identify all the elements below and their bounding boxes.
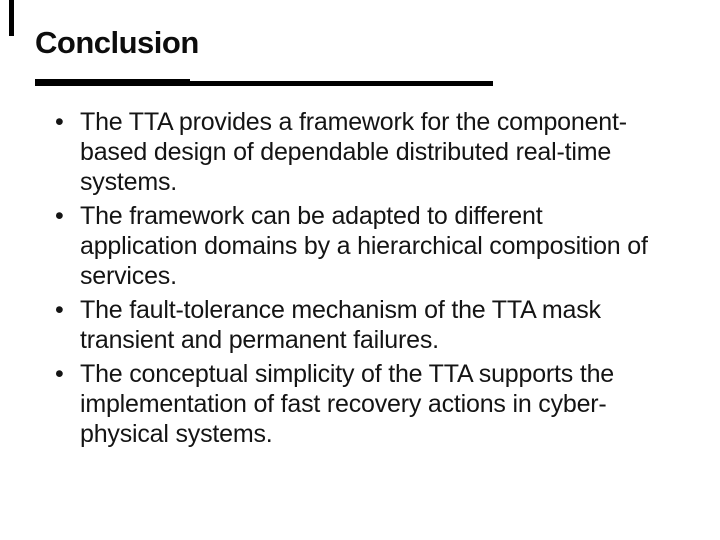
bullet-item: • The TTA provides a framework for the c… <box>55 107 705 197</box>
bullet-marker: • <box>55 108 64 136</box>
bullet-text: The conceptual simplicity of the TTA sup… <box>80 360 614 448</box>
bullet-text: The TTA provides a framework for the com… <box>80 108 627 196</box>
title-divider-thick-segment <box>35 79 190 86</box>
bullet-marker: • <box>55 360 64 388</box>
title-divider <box>35 79 493 86</box>
bullet-item: • The conceptual simplicity of the TTA s… <box>55 359 705 449</box>
bullet-marker: • <box>55 296 64 324</box>
slide-title: Conclusion <box>35 25 199 60</box>
title-divider-thin-segment <box>190 81 493 86</box>
bullet-marker: • <box>55 202 64 230</box>
bullet-text: The fault-tolerance mechanism of the TTA… <box>80 296 601 354</box>
bullet-item: • The fault-tolerance mechanism of the T… <box>55 295 705 355</box>
bullet-text: The framework can be adapted to differen… <box>80 202 648 290</box>
corner-mark <box>9 0 14 36</box>
bullet-item: • The framework can be adapted to differ… <box>55 201 705 291</box>
bullet-list: • The TTA provides a framework for the c… <box>55 107 705 453</box>
